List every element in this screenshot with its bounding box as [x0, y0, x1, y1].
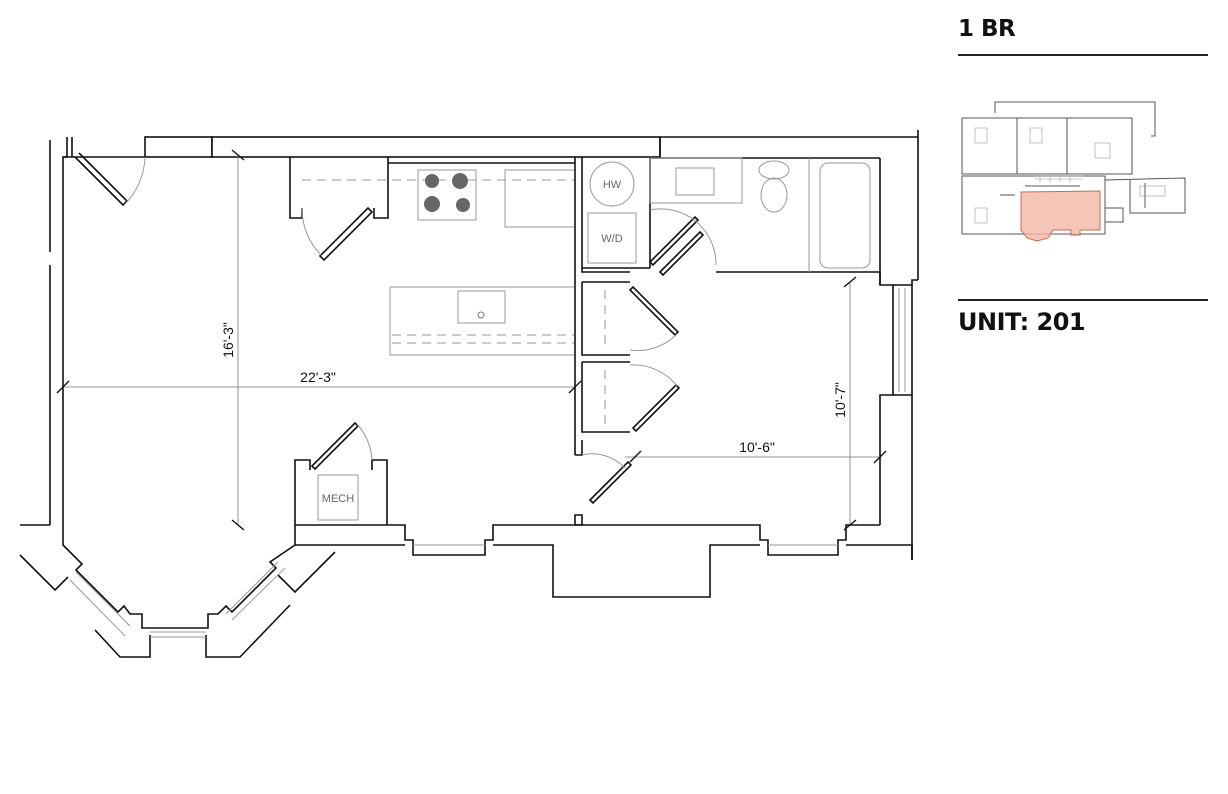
key-plan: [961, 101, 1186, 242]
bath-sink-icon: [675, 167, 715, 196]
water-heater-icon: [589, 161, 635, 207]
bedroom-width-dimension: 10'-6": [739, 439, 775, 455]
title-divider: [958, 54, 1208, 56]
washer-dryer-icon: [587, 212, 637, 264]
kitchen: [289, 157, 576, 356]
dimension-lines: 16'-3" 22'-3" 10'-7" 10'-6": [56, 149, 887, 531]
unit-number-title: UNIT: 201: [958, 308, 1086, 336]
kitchen-island: [389, 286, 576, 356]
washer-dryer-label: W/D: [601, 233, 622, 245]
unit-divider: [958, 299, 1208, 301]
exterior-walls: [19, 130, 919, 658]
bathtub-icon: [819, 162, 871, 269]
mech-label: MECH: [322, 493, 354, 505]
sink-icon: [457, 290, 506, 324]
unit-highlight: [1020, 190, 1101, 242]
mech-closet: MECH: [294, 421, 388, 525]
entry-door: [74, 152, 146, 207]
water-heater-label: HW: [603, 179, 622, 191]
living-depth-dimension: 16'-3": [220, 322, 236, 358]
living-width-dimension: 22'-3": [300, 369, 336, 385]
bedroom-depth-dimension: 10'-7": [832, 382, 848, 418]
toilet-icon: [758, 160, 790, 213]
bathroom: [649, 157, 881, 285]
unit-type-title: 1 BR: [958, 16, 1016, 42]
cooktop-icon: [417, 169, 477, 221]
interior-walls: HW W/D: [574, 157, 717, 526]
